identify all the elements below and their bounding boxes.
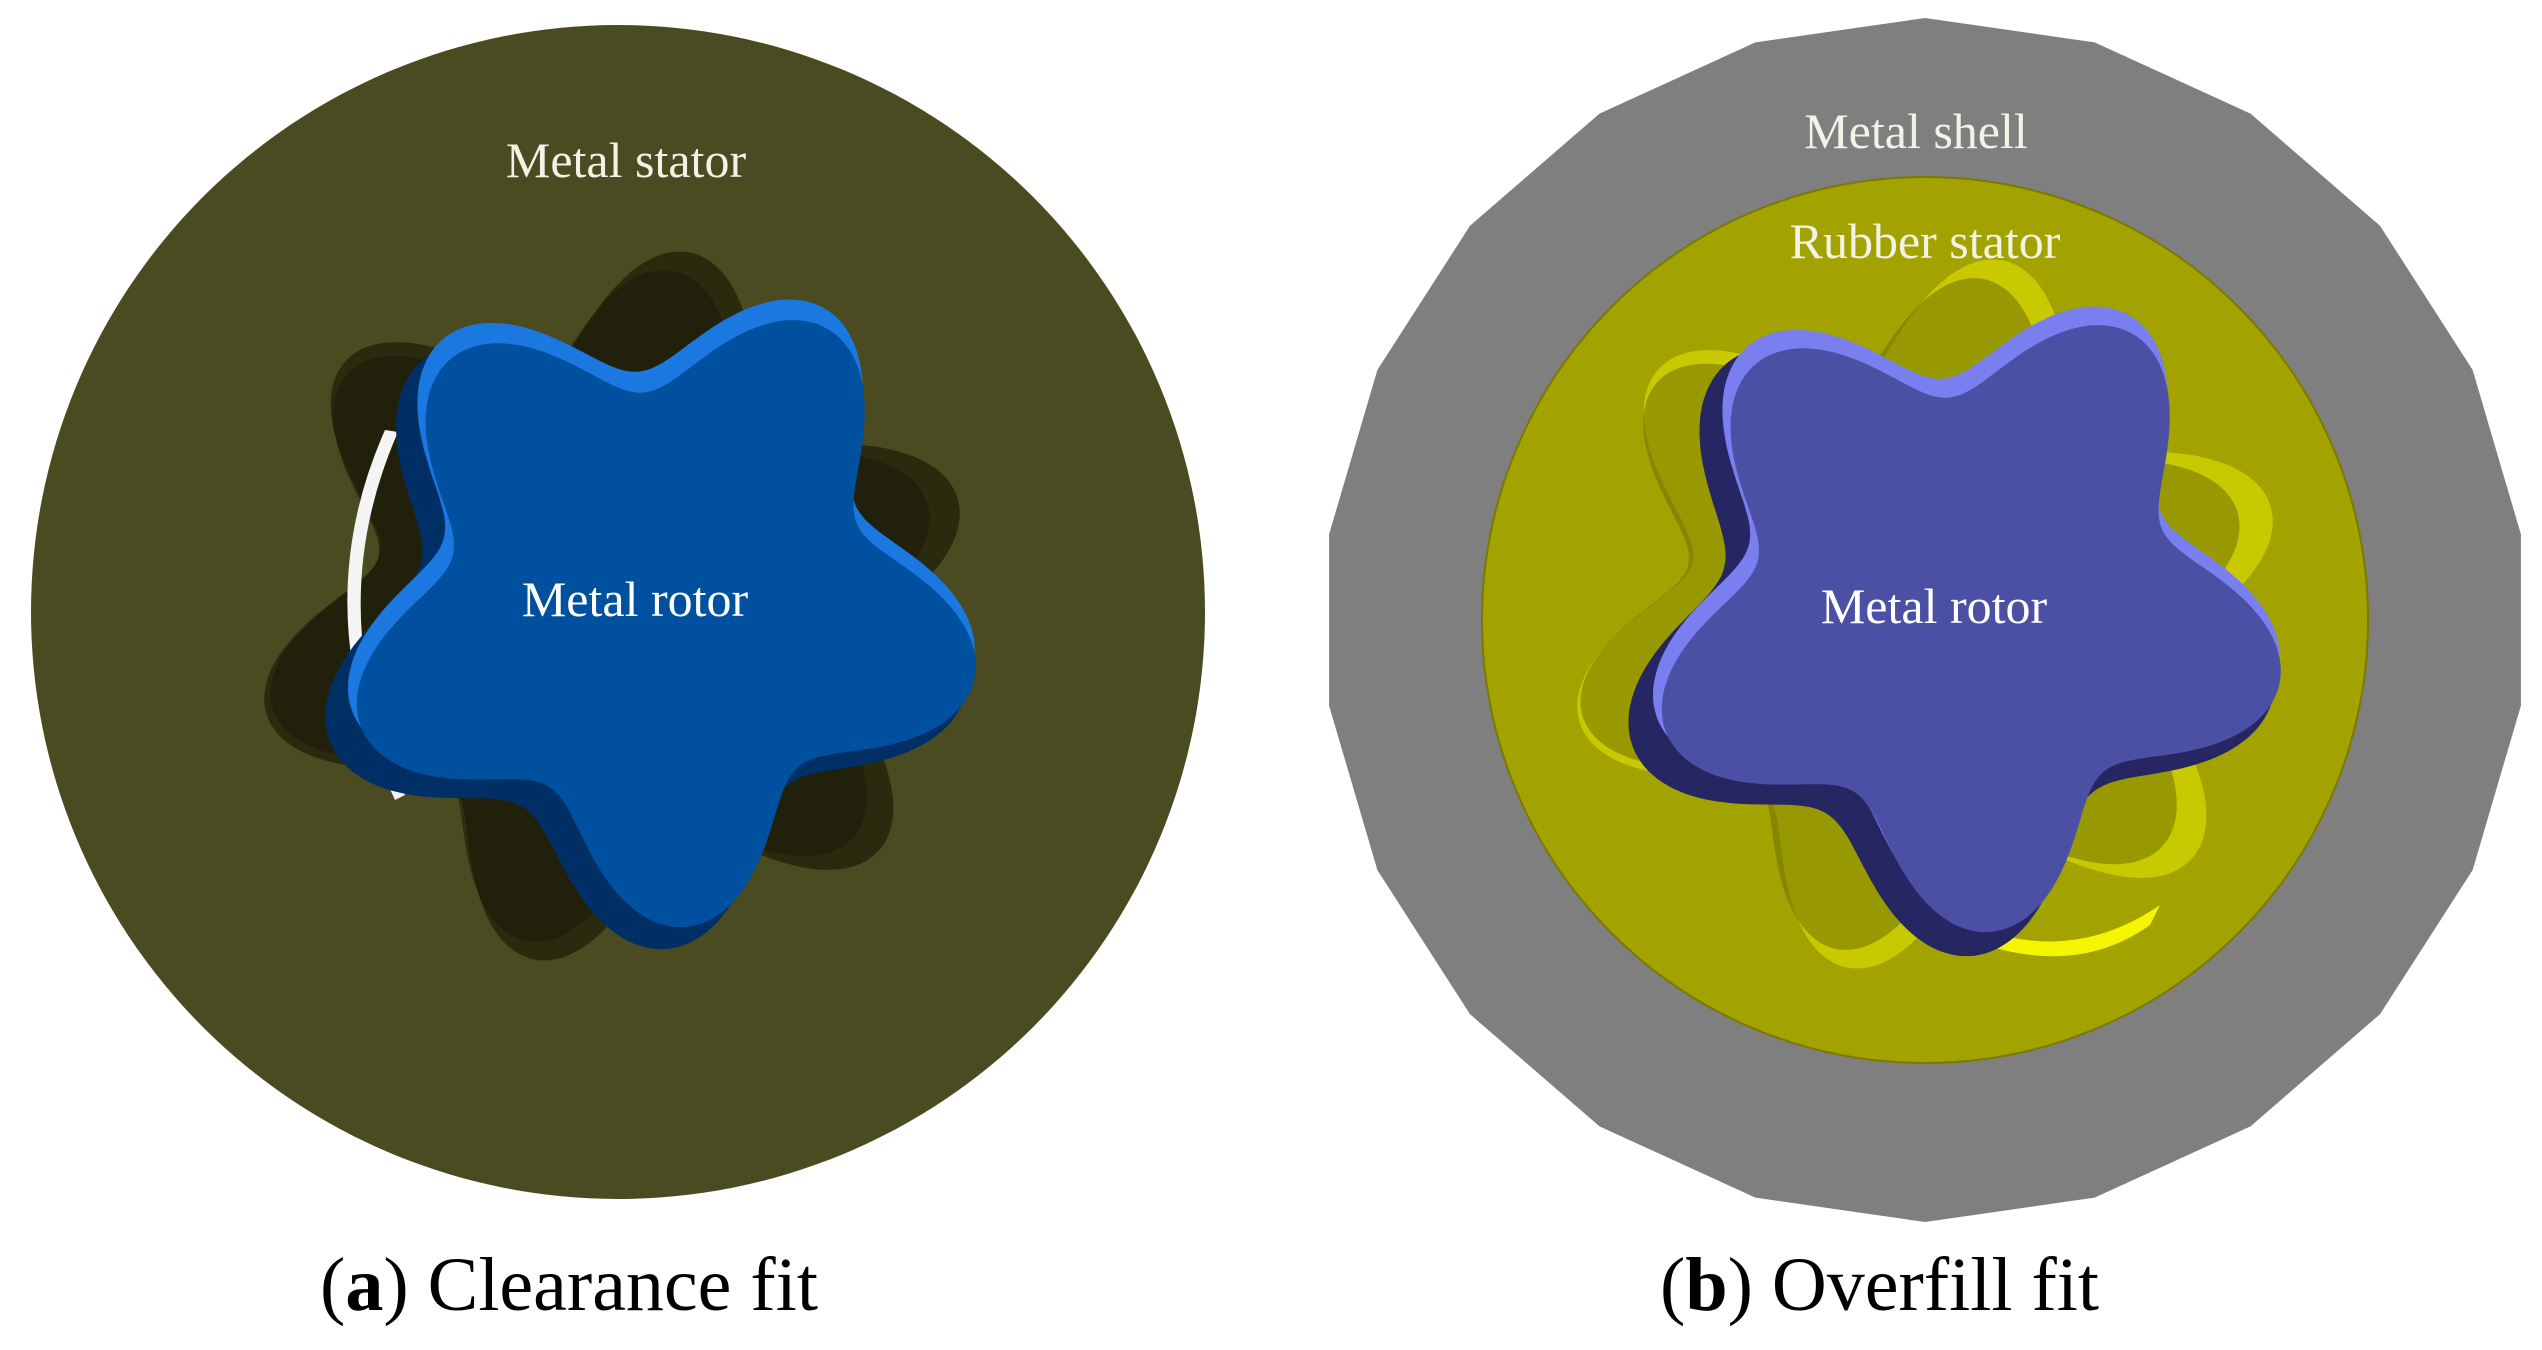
caption-b: (b) Overfill fit bbox=[1660, 1243, 2099, 1327]
caption-a: (a) Clearance fit bbox=[320, 1243, 818, 1327]
caption-a-text: ) Clearance fit bbox=[383, 1243, 818, 1327]
caption-a-letter: a bbox=[345, 1243, 383, 1327]
rubber-stator-label: Rubber stator bbox=[1790, 213, 2061, 269]
metal-stator-label: Metal stator bbox=[506, 132, 747, 188]
metal-shell-label: Metal shell bbox=[1804, 103, 2028, 159]
metal-rotor-label: Metal rotor bbox=[522, 571, 749, 627]
metal-rotor-b-label: Metal rotor bbox=[1821, 578, 2048, 634]
metal-rotor bbox=[356, 320, 976, 928]
panel-a: Metal stator Metal rotor (a) Clearance f… bbox=[31, 25, 1205, 1327]
caption-b-text: ) Overfill fit bbox=[1728, 1243, 2099, 1327]
caption-b-open: ( bbox=[1660, 1243, 1685, 1327]
panel-b: Metal shell Rubber stator Metal rotor (b… bbox=[1329, 18, 2521, 1327]
metal-rotor-b bbox=[1661, 325, 2281, 933]
caption-a-open: ( bbox=[320, 1243, 345, 1327]
caption-b-letter: b bbox=[1685, 1243, 1727, 1327]
overfill-highlight bbox=[1985, 905, 2160, 957]
